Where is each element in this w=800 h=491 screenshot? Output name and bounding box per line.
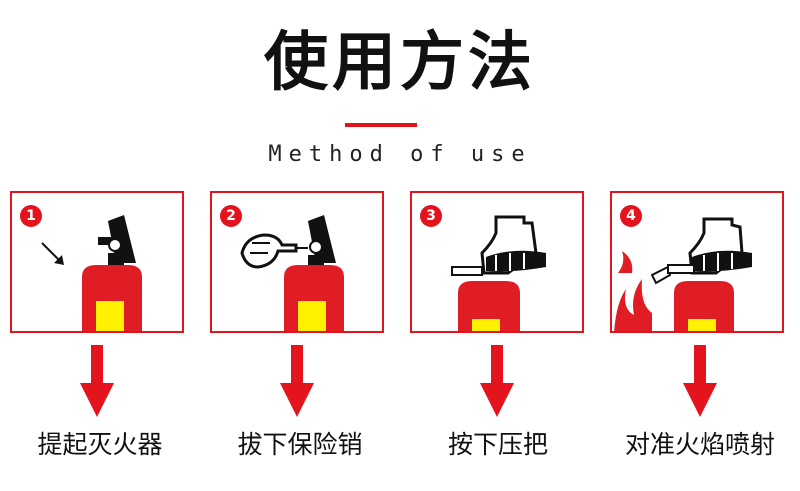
page-title: 使用方法 [264, 26, 536, 100]
step-2-label: 拔下保险销 [237, 430, 363, 459]
step-3-label: 按下压把 [447, 430, 548, 459]
step-4-card: 4 [610, 191, 784, 333]
step-2-card: 2 [210, 191, 384, 333]
down-arrow-icon [683, 345, 717, 417]
down-arrow-icon [480, 345, 514, 417]
down-arrow-icon [80, 345, 114, 417]
step-2-number: 2 [220, 205, 242, 227]
step-4-number: 4 [620, 205, 642, 227]
step-1-card: 1 [10, 191, 184, 333]
pull-safety-pin-icon [240, 215, 344, 331]
fire-extinguisher-lift-icon [41, 215, 142, 331]
spray-at-fire-icon [614, 217, 752, 331]
step-1-number: 1 [20, 205, 42, 227]
step-1-label: 提起灭火器 [37, 430, 163, 459]
down-arrow-icon [280, 345, 314, 417]
step-3-card: 3 [410, 191, 584, 333]
step-4-label: 对准火焰喷射 [624, 430, 775, 459]
press-handle-icon [451, 215, 546, 331]
title-underline [345, 123, 417, 127]
step-3-number: 3 [420, 205, 442, 227]
page-subtitle: Method of use [268, 142, 532, 167]
